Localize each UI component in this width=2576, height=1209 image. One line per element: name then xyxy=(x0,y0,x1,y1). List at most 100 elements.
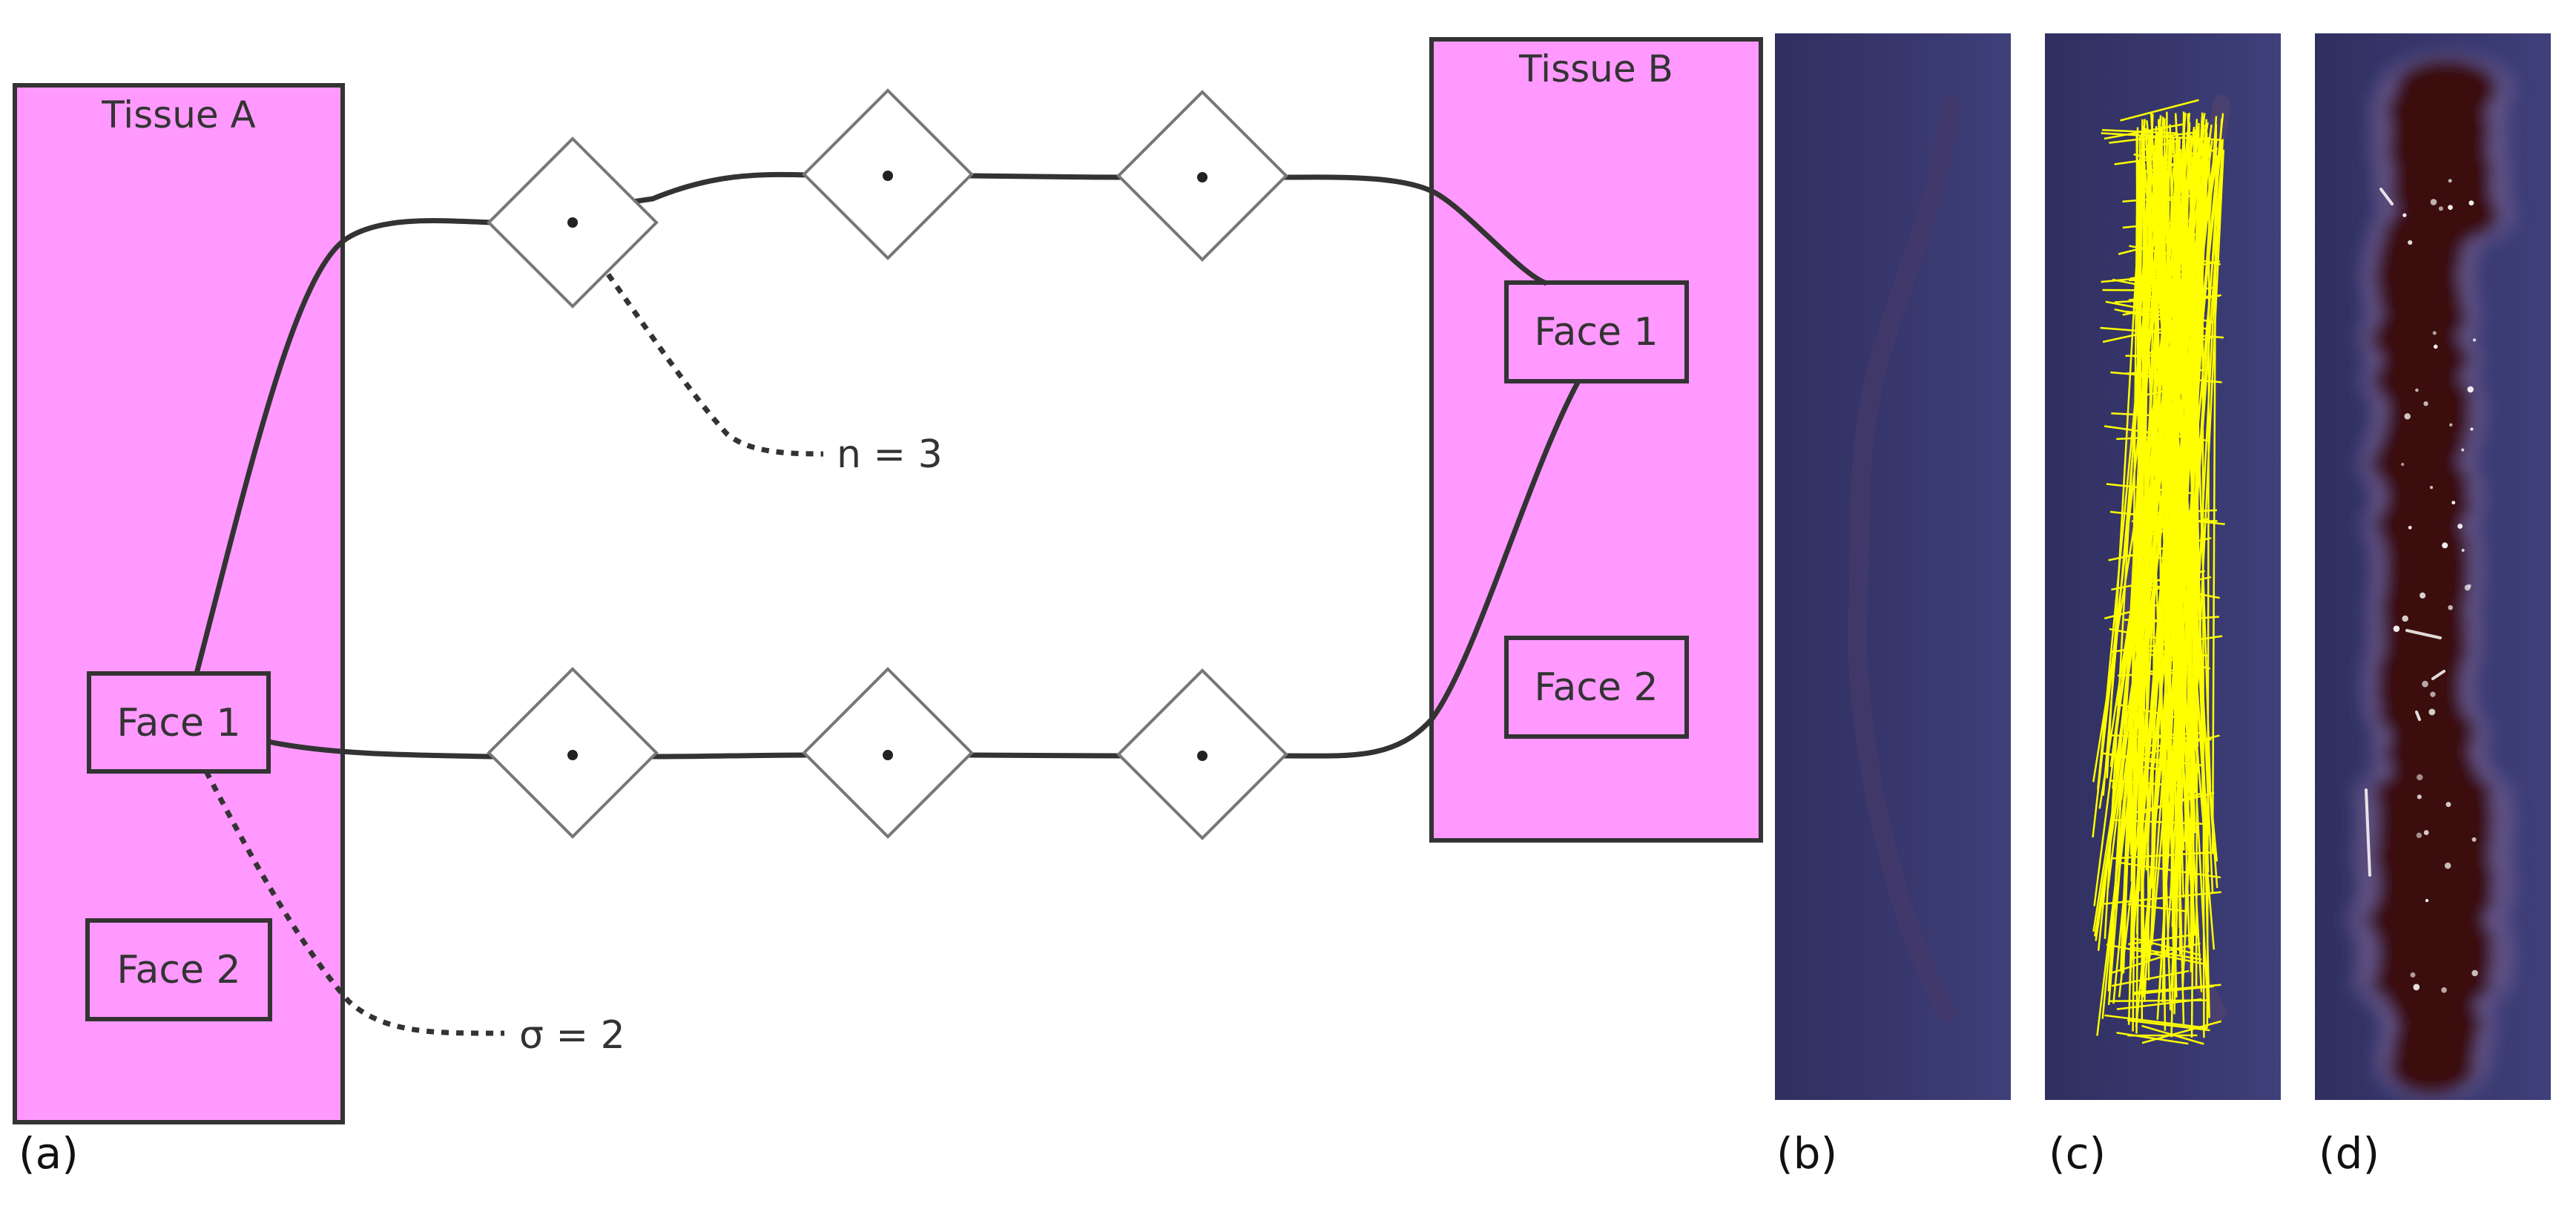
fiber-line xyxy=(2109,754,2178,767)
tissue-a-face-2: Face 2 xyxy=(85,918,272,1021)
highlight-speck xyxy=(2445,802,2451,808)
fiber-line xyxy=(2106,483,2194,495)
panel-label-c: (c) xyxy=(2049,1128,2106,1179)
fiber-line xyxy=(2122,194,2196,202)
fiber-line xyxy=(2134,984,2221,994)
fiber-line xyxy=(2131,112,2187,835)
panel-b-render: (b) xyxy=(1775,33,2011,1179)
fiber-line xyxy=(2174,113,2214,894)
tissue-b-box: Tissue B Face 1 Face 2 xyxy=(1429,37,1763,843)
fiber-line xyxy=(2138,164,2175,174)
highlight-speck xyxy=(2432,331,2437,335)
fiber-line xyxy=(2165,118,2223,954)
highlight-speck xyxy=(2423,401,2428,406)
fiber-line xyxy=(2116,1032,2189,1045)
fiber-line xyxy=(2127,1019,2210,1032)
highlight-speck xyxy=(2449,423,2453,427)
highlight-speck xyxy=(2468,200,2474,206)
fiber-line xyxy=(2118,233,2198,255)
dark-tissue-body xyxy=(2345,52,2518,1100)
connection-lower xyxy=(268,380,1581,760)
highlight-speck xyxy=(2464,584,2471,591)
fiber-bundle xyxy=(2092,99,2225,1045)
fiber-line xyxy=(2201,112,2205,1038)
fiber-line xyxy=(2101,271,2198,283)
highlight-streak xyxy=(2405,629,2442,639)
fiber-line xyxy=(2140,731,2205,738)
highlight-speck xyxy=(2470,427,2474,431)
panel-label-b: (b) xyxy=(1776,1128,1837,1179)
fiber-line xyxy=(2136,765,2179,774)
fiber-line xyxy=(2126,648,2211,670)
node-lower-3 xyxy=(1116,668,1288,840)
tissue-b-face-1: Face 1 xyxy=(1504,280,1689,383)
fiber-line xyxy=(2104,599,2175,619)
fiber-line xyxy=(2135,112,2191,843)
highlight-speck xyxy=(2413,984,2420,991)
thin-tissue-strand xyxy=(1848,94,1960,1022)
fiber-line xyxy=(2109,780,2188,788)
fiber-line xyxy=(2116,998,2202,1010)
tissue-a-face-1: Face 1 xyxy=(87,671,271,774)
highlight-speck xyxy=(2448,205,2453,210)
tissue-highlights xyxy=(2365,179,2478,993)
fiber-line xyxy=(2116,703,2196,723)
fiber-line xyxy=(2111,969,2190,987)
highlight-streak xyxy=(2379,188,2394,205)
fiber-line xyxy=(2132,985,2214,995)
fiber-line xyxy=(2143,582,2220,599)
highlight-speck xyxy=(2472,338,2477,342)
highlight-speck xyxy=(2430,486,2434,490)
fiber-line xyxy=(2114,294,2220,303)
highlight-speck xyxy=(2433,344,2438,349)
fiber-line xyxy=(2104,891,2221,905)
fiber-line xyxy=(2104,123,2183,140)
tissue-b-face-2-label: Face 2 xyxy=(1534,665,1658,710)
tissue-b-title: Tissue B xyxy=(1518,47,1673,90)
fiber-line xyxy=(2117,861,2221,879)
fiber-line xyxy=(2104,425,2209,442)
annotation-line-n xyxy=(606,272,824,457)
fiber-line xyxy=(2133,791,2215,814)
highlight-speck xyxy=(2408,240,2413,246)
fiber-line xyxy=(2141,1024,2204,1045)
fiber-line xyxy=(2125,354,2204,357)
node-upper-2 xyxy=(802,88,974,260)
fiber-line xyxy=(2125,310,2193,320)
fiber-line xyxy=(2139,139,2178,152)
fiber-line xyxy=(2124,619,2179,622)
fiber-line xyxy=(2109,627,2180,644)
highlight-speck xyxy=(2425,899,2429,903)
fiber-line xyxy=(2106,943,2205,965)
node-upper-3 xyxy=(1116,90,1288,262)
fiber-line xyxy=(2101,752,2204,767)
fiber-line xyxy=(2187,113,2212,789)
fiber-line xyxy=(2127,903,2186,912)
fiber-line xyxy=(2160,165,2177,995)
highlight-speck xyxy=(2441,986,2447,993)
fiber-line xyxy=(2109,510,2225,526)
fiber-line xyxy=(2122,294,2221,316)
fiber-line xyxy=(2120,99,2199,122)
tissue-core xyxy=(2389,1035,2475,1095)
panel-c-render: (c) xyxy=(2045,33,2281,1179)
fiber-line xyxy=(2108,537,2212,561)
panel-d-render: (d) xyxy=(2315,33,2551,1179)
highlight-speck xyxy=(2461,548,2465,553)
fiber-line xyxy=(2132,119,2144,1032)
highlight-speck xyxy=(2438,206,2443,211)
highlight-speck xyxy=(2448,604,2453,610)
annotation-line-sigma xyxy=(203,770,505,1036)
fiber-line xyxy=(2111,734,2212,741)
tissue-a-face-2-label: Face 2 xyxy=(116,948,240,992)
node-lower-2 xyxy=(802,667,974,839)
highlight-speck xyxy=(2448,179,2452,183)
tissue-a-title: Tissue A xyxy=(101,93,256,136)
fiber-line xyxy=(2133,336,2213,358)
fiber-line xyxy=(2141,616,2219,624)
highlight-speck xyxy=(2471,837,2477,842)
fiber-line xyxy=(2129,245,2221,266)
annotation-sigma: σ = 2 xyxy=(519,1013,625,1058)
fiber-line xyxy=(2116,435,2193,441)
highlight-speck xyxy=(2471,969,2478,977)
